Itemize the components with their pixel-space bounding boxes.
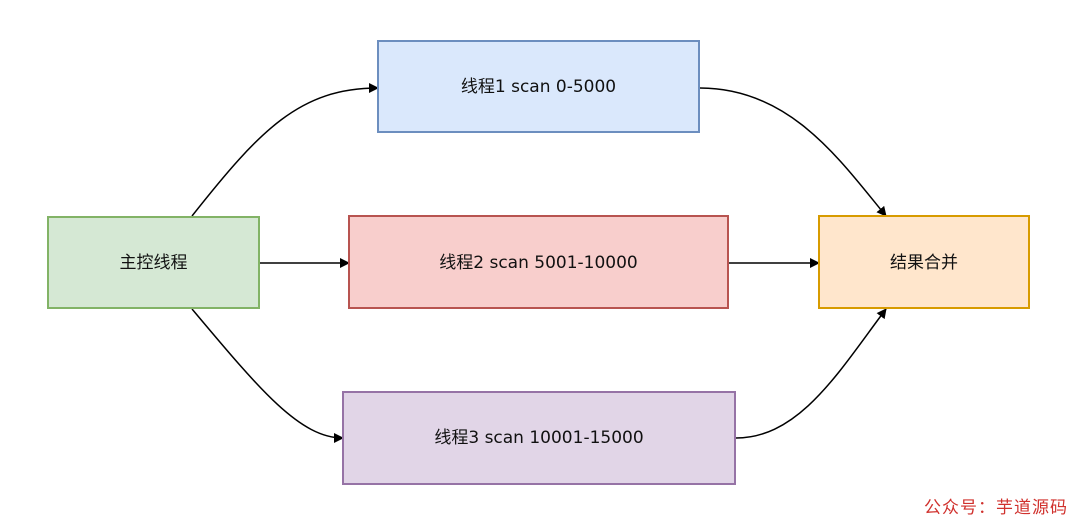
node-thread2: 线程2 scan 5001-10000 <box>348 215 729 309</box>
node-merge-box <box>818 215 1030 309</box>
node-thread1-box <box>377 40 700 133</box>
node-thread3: 线程3 scan 10001-15000 <box>342 391 736 485</box>
node-thread1: 线程1 scan 0-5000 <box>377 40 700 133</box>
node-thread3-label: 线程3 scan 10001-15000 <box>434 428 643 448</box>
edge-main-to-thread3 <box>191 308 344 443</box>
node-thread3-box <box>342 391 736 485</box>
edge-thread3-to-merge <box>735 308 887 439</box>
node-merge-label: 结果合并 <box>890 253 958 273</box>
node-thread2-label: 线程2 scan 5001-10000 <box>439 253 638 273</box>
node-thread1-label: 线程1 scan 0-5000 <box>461 77 616 97</box>
node-main-thread: 主控线程 <box>47 216 260 309</box>
edge-main-to-thread1 <box>191 83 379 217</box>
watermark-text: 公众号：芋道源码 <box>924 498 1068 518</box>
node-main-label: 主控线程 <box>120 253 188 273</box>
node-merge-results: 结果合并 <box>818 215 1030 309</box>
edge-thread1-to-merge <box>699 87 887 217</box>
node-thread2-box <box>348 215 729 309</box>
node-main-box <box>47 216 260 309</box>
